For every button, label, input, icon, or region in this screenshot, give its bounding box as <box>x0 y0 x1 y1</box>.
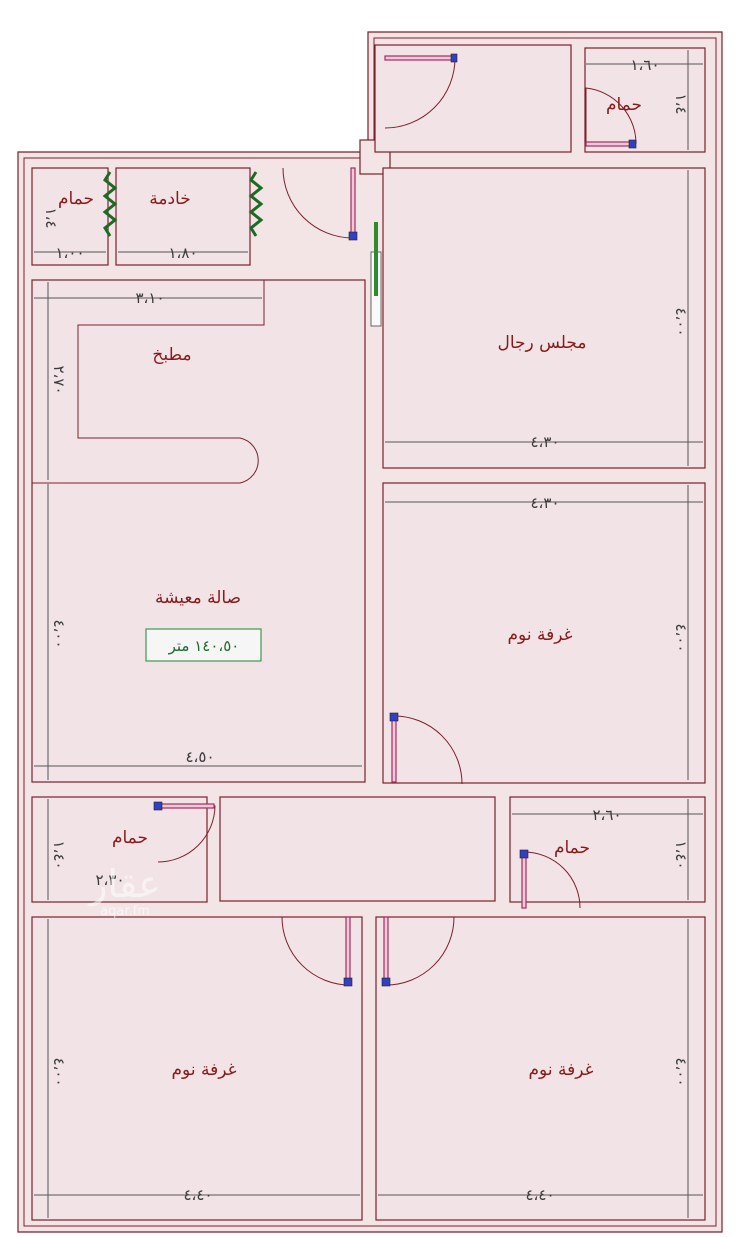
left-bath-label: حمام <box>112 828 148 848</box>
top-bath-room <box>584 47 706 153</box>
dim-majlis-width: ٤،٣٠ <box>530 433 559 451</box>
kitchen-living-room <box>31 279 366 783</box>
living-area-box <box>145 628 262 662</box>
dim-living-width: ٤،٥٠ <box>185 748 214 766</box>
top-bath-door <box>585 141 635 147</box>
dim-maid-bath-width: ١،٠٠ <box>55 244 84 262</box>
bottom-left-bedroom-door-hinge <box>343 977 353 987</box>
right-bath-door-swing <box>523 851 581 909</box>
dim-bottom-right-bedroom-width: ٤،٤٠ <box>525 1186 554 1204</box>
dim-right-bath-width: ٢،٦٠ <box>592 806 621 824</box>
watermark-logo: عقار <box>87 862 161 906</box>
top-bath-door-swing <box>585 87 637 145</box>
maid-room-label: خادمة <box>149 189 190 209</box>
entrance-door-hinge <box>450 53 458 63</box>
entry-hall <box>374 44 572 153</box>
dim-top-bath-height: ١،٤ <box>672 94 690 115</box>
top-bath-door-hinge <box>628 139 637 149</box>
dim-bottom-left-bedroom-height: ٤،٠٠ <box>50 1057 68 1086</box>
dim-living-height: ٤،٠٠ <box>50 619 68 648</box>
bottom-right-bedroom-door-swing <box>385 916 455 986</box>
dim-bottom-left-bedroom-width: ٤،٤٠ <box>183 1186 212 1204</box>
dim-majlis-height: ٤،٠٠ <box>672 307 690 336</box>
right-bedroom-door <box>391 715 397 783</box>
kitchen-label: مطبخ <box>152 345 191 365</box>
bottom-right-bedroom-door-hinge <box>381 977 391 987</box>
left-bath-room <box>31 796 208 903</box>
maid-bath-room <box>31 167 109 266</box>
kitchen-door-swing <box>282 167 354 239</box>
kitchen-door-hinge <box>348 231 358 241</box>
top-bath-label: حمام <box>606 95 642 115</box>
dim-left-bath-width: ٢،٣٠ <box>95 871 124 889</box>
right-bedroom-door-hinge <box>389 712 399 722</box>
kitchen-counter <box>32 280 265 484</box>
dimension-lines <box>34 50 703 1218</box>
living-room-label: صالة معيشة <box>155 588 241 608</box>
right-bedroom-label: غرفة نوم <box>508 625 573 645</box>
right-bedroom-room <box>382 482 706 784</box>
majlis-label: مجلس رجال <box>497 333 586 353</box>
maid-room <box>115 167 251 266</box>
kitchen-door <box>350 167 356 239</box>
right-bath-door-hinge <box>519 849 529 859</box>
dim-kitchen-width: ٣،١٠ <box>135 289 164 307</box>
maid-room-vent <box>248 171 264 237</box>
dim-right-bath-height: ١،٤٠ <box>672 840 690 869</box>
left-bath-door-hinge <box>153 801 163 811</box>
dim-left-bath-height: ١،٤٠ <box>50 840 68 869</box>
bottom-right-bedroom-door <box>383 916 389 986</box>
dim-right-bedroom-height: ٤،٠٠ <box>672 623 690 652</box>
left-bath-door <box>157 803 215 809</box>
bottom-left-bedroom-door-swing <box>281 916 351 986</box>
right-bedroom-door-swing <box>393 715 463 785</box>
maid-bath-label: حمام <box>58 189 94 209</box>
bottom-right-bedroom-label: غرفة نوم <box>529 1060 594 1080</box>
bottom-left-bedroom-label: غرفة نوم <box>172 1060 237 1080</box>
dim-kitchen-height: ٢،٧٠ <box>50 365 68 394</box>
left-bath-door-swing <box>157 805 216 863</box>
dim-top-bath-width: ١،٦٠ <box>630 56 659 74</box>
dim-bottom-right-bedroom-height: ٤،٠٠ <box>672 1057 690 1086</box>
dim-maid-bath-height: ١،٤ <box>42 208 60 229</box>
entrance-window-bar <box>374 222 378 296</box>
dim-right-bedroom-width: ٤،٣٠ <box>530 494 559 512</box>
living-area-text: ١٤٠،٥٠ متر <box>168 637 240 655</box>
right-bath-label: حمام <box>554 838 590 858</box>
maid-bath-vent <box>102 171 118 237</box>
majlis-room <box>382 167 706 469</box>
bottom-left-bedroom-door <box>345 916 351 986</box>
entrance-door-swing <box>384 57 456 129</box>
bottom-right-bedroom-room <box>375 916 706 1221</box>
corridor <box>219 796 496 902</box>
right-bath-door <box>521 851 527 909</box>
watermark-sub: aqar.fm <box>100 904 150 919</box>
dim-maid-width: ١،٨٠ <box>168 244 197 262</box>
entrance-door <box>384 55 456 61</box>
bottom-left-bedroom-room <box>31 916 363 1221</box>
